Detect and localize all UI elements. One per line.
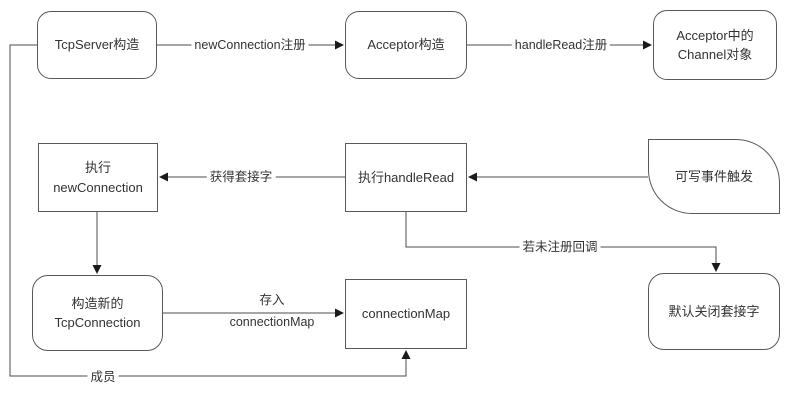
node-exec-new-connection: 执行 newConnection <box>38 143 158 212</box>
node-default-close-socket: 默认关闭套接字 <box>648 273 780 350</box>
edge-label-get-socket: 获得套接字 <box>206 168 276 186</box>
node-writable-event: 可写事件触发 <box>648 139 780 214</box>
node-exec-handle-read: 执行handleRead <box>345 143 467 212</box>
edge-label-handle-read-register: handleRead注册 <box>511 36 611 54</box>
edge-label-new-connection-register: newConnection注册 <box>191 36 309 54</box>
node-acceptor-channel: Acceptor中的 Channel对象 <box>653 10 777 80</box>
node-connection-map: connectionMap <box>345 279 467 349</box>
edge-label-member: 成员 <box>87 368 119 386</box>
node-new-tcp-connection: 构造新的 TcpConnection <box>32 275 163 351</box>
edge-label-if-no-callback: 若未注册回调 <box>519 238 601 256</box>
node-acceptor-ctor: Acceptor构造 <box>345 11 467 79</box>
edge-label-store-in-connection-map: 存入 connectionMap <box>229 293 315 329</box>
node-tcpserver-ctor: TcpServer构造 <box>37 11 157 79</box>
